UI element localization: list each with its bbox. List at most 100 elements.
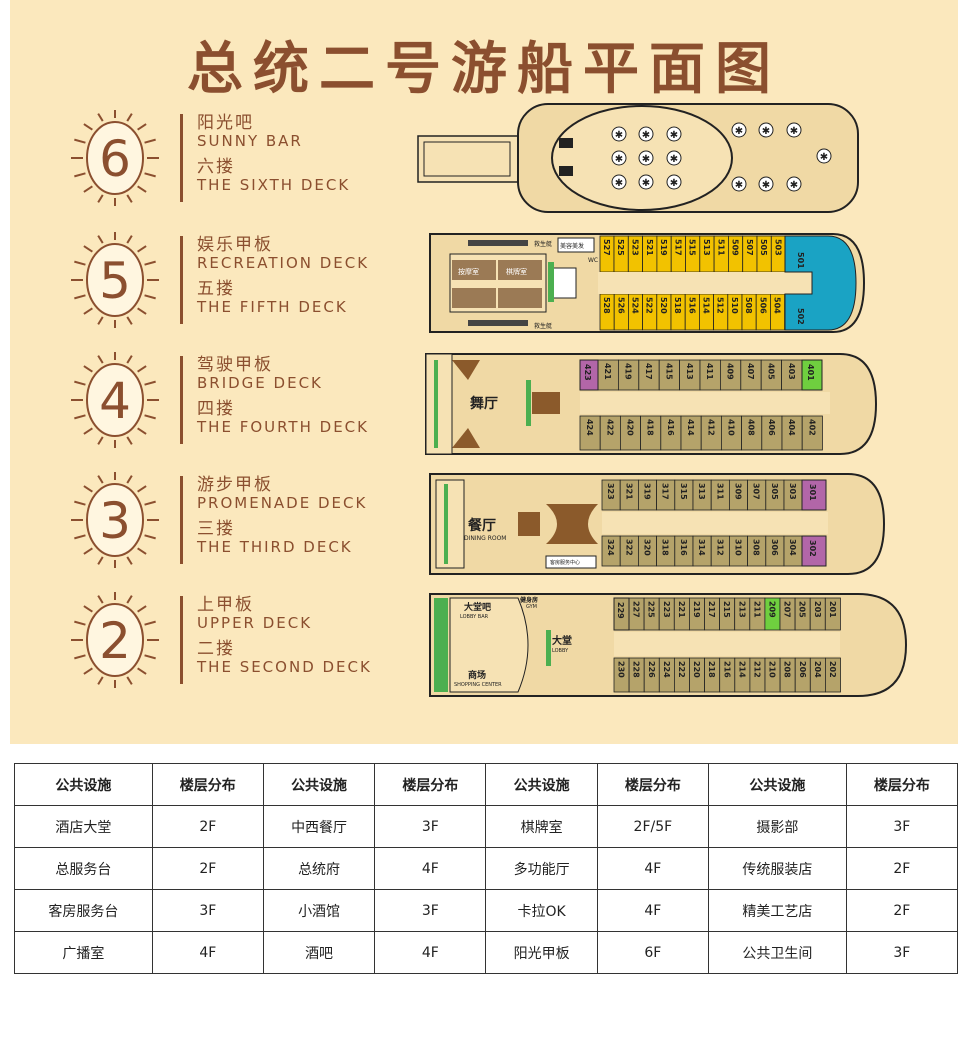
room-229	[613, 597, 630, 631]
deck-number-sun-icon: 4	[71, 352, 159, 448]
deck-cn-name: 游步甲板	[197, 475, 273, 495]
deck-en-name: UPPER DECK	[197, 614, 313, 632]
dance-floor-deco	[452, 360, 480, 380]
deck-cn-floor: 六搂	[197, 157, 235, 177]
cabin-label: 308	[752, 539, 761, 556]
sun-ray	[126, 556, 133, 565]
sun-ray	[137, 605, 147, 613]
sun-ray	[83, 185, 93, 193]
cabin-label: 314	[697, 539, 706, 556]
sun-ray	[137, 245, 147, 253]
svg-text:✱: ✱	[762, 126, 770, 137]
facility-table-header: 公共设施楼层分布公共设施楼层分布公共设施楼层分布公共设施楼层分布	[14, 763, 959, 806]
deck6-gangway-inner	[423, 141, 511, 177]
cabin-label: 506	[758, 297, 767, 314]
cabin-label: 220	[692, 661, 701, 678]
sun-lounger-icon: ✱	[666, 126, 682, 142]
cabin-label: 230	[617, 661, 626, 678]
shop-en-label: SHOPPING CENTER	[454, 682, 502, 688]
sun-ray	[137, 123, 147, 131]
cabin-label: 528	[602, 297, 611, 314]
sun-ray	[97, 316, 104, 325]
page-title: 总统二号游船平面图	[187, 37, 781, 102]
table-cell: 2F	[845, 847, 959, 890]
wc-label: WC	[588, 257, 598, 264]
table-cell: 总统府	[262, 847, 376, 890]
table-header-cell: 楼层分布	[374, 763, 487, 806]
deck5-photo	[557, 237, 595, 253]
sun-ray	[97, 235, 104, 244]
room-423-label: 423	[583, 364, 592, 381]
cabin-label: 226	[647, 661, 656, 678]
cabin-label: 520	[659, 297, 668, 314]
cabin-label: 208	[783, 661, 792, 678]
deck2-bow-area	[434, 598, 448, 692]
cabin-label: 304	[788, 539, 797, 556]
cabin-label: 413	[685, 363, 694, 380]
cabin-label: 227	[632, 601, 641, 618]
table-cell: 4F	[596, 889, 710, 932]
table-cell: 酒吧	[262, 931, 376, 974]
sun-ray	[137, 547, 147, 555]
cabin-label: 522	[645, 297, 654, 314]
cabin-label: 417	[644, 363, 653, 380]
sun-ray	[83, 547, 93, 555]
table-cell: 2F/5F	[596, 805, 710, 848]
sun-ray	[74, 620, 86, 626]
table-cell: 2F	[151, 847, 264, 890]
cabin-label: 526	[616, 297, 625, 314]
cabin-label: 205	[798, 601, 807, 618]
cabin-label: 507	[745, 239, 754, 256]
table-cell: 3F	[374, 805, 487, 848]
sun-lounger-icon: ✱	[638, 174, 654, 190]
dance-floor-deco	[452, 428, 480, 448]
cabin-label: 204	[813, 661, 822, 678]
svg-text:✱: ✱	[762, 180, 770, 191]
cabin-label: 503	[773, 239, 782, 256]
sun-ray	[137, 667, 147, 675]
sun-ray	[83, 245, 93, 253]
cabin-label: 420	[626, 419, 635, 436]
sun-ray	[144, 260, 156, 266]
cabin-label: 422	[605, 419, 614, 436]
cabin-label: 203	[813, 601, 822, 618]
cabin-label: 202	[828, 661, 837, 678]
table-header-cell: 公共设施	[262, 763, 376, 806]
deck-en-floor: THE SECOND DECK	[197, 658, 372, 676]
room-301	[801, 479, 827, 511]
cabin-label: 213	[737, 601, 746, 618]
room-229-label: 229	[616, 602, 625, 619]
svg-text:✱: ✱	[790, 180, 798, 191]
deck5-stair	[548, 262, 554, 302]
table-cell: 4F	[596, 847, 710, 890]
deck6-bar	[559, 138, 573, 148]
svg-text:✱: ✱	[615, 130, 623, 141]
lobby-bar-area	[449, 597, 529, 693]
cabin-label: 513	[702, 239, 711, 256]
chess-label: 棋牌室	[506, 267, 527, 276]
deck-number: 6	[99, 130, 131, 188]
room-401	[801, 359, 823, 391]
room-501: 501	[796, 252, 805, 269]
cabin-label: 525	[616, 239, 625, 256]
sun-ray	[126, 194, 133, 203]
table-cell: 广播室	[14, 931, 153, 974]
table-cell: 多功能厅	[485, 847, 598, 890]
sun-ray	[74, 500, 86, 506]
lobby-bar-en-label: LOBBY BAR	[460, 614, 489, 620]
lifeboat-label: 救生艇	[534, 322, 552, 330]
table-header-cell: 楼层分布	[845, 763, 959, 806]
sun-ray	[144, 620, 156, 626]
sun-ray	[126, 355, 133, 364]
cabin-label: 317	[661, 483, 670, 500]
cabin-label: 225	[647, 601, 656, 618]
sun-lounger-icon: ✱	[666, 150, 682, 166]
chess-room	[498, 260, 542, 280]
sun-ray	[83, 123, 93, 131]
sun-lounger-icon: ✱	[666, 174, 682, 190]
